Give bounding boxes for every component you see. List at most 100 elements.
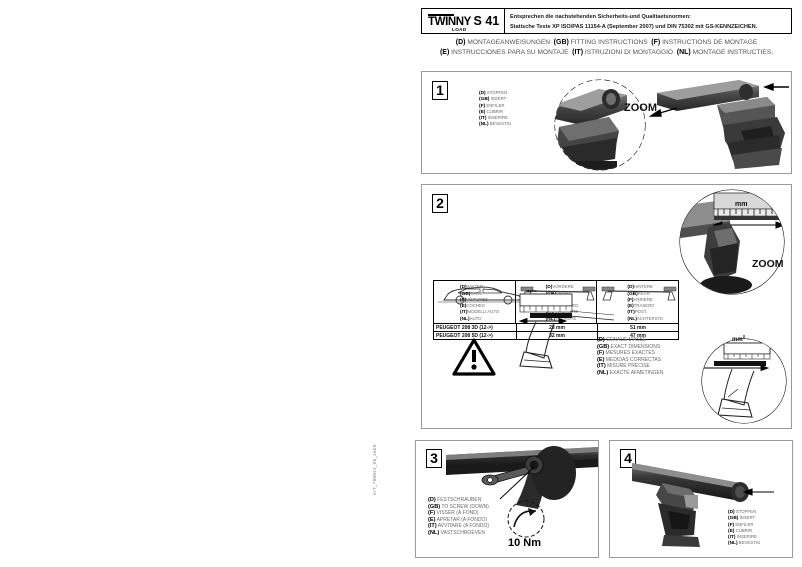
step1-text-gb: INSERT <box>490 96 507 102</box>
table-row: PEUGEOT 208 5D (12->) 32 mm 47 mm <box>433 332 679 340</box>
car-lbl-code-nl: (NL) <box>460 316 470 322</box>
lang-code-gb: (GB) <box>553 39 569 46</box>
step4-code-it: (IT) <box>728 535 736 541</box>
brand-subtitle: LOAD <box>452 27 467 32</box>
step4-text-gb: INSERT <box>739 515 756 521</box>
step-2-panel: 2 <box>421 184 792 429</box>
lang-code-f: (F) <box>651 39 661 46</box>
torque-value: 10 Nm <box>508 537 542 549</box>
dim-code-e: (E) <box>597 356 605 363</box>
step1-code-e: (E) <box>479 109 486 115</box>
front-lbl-code-it: (IT) <box>545 310 554 316</box>
step4-text-e: CUBRIR <box>735 527 753 533</box>
step3-text-gb: TO SCREW (DOWN) <box>441 503 489 510</box>
rear-column-labels: (D)HINTERE (GB)REAR (F)ARRIERE (E)TRASER… <box>627 284 663 322</box>
lang-code-it: (IT) <box>572 49 584 56</box>
step-3-instructions: (D) FESTSCHRAUBEN (GB) TO SCREW (DOWN) (… <box>428 497 489 537</box>
step3-text-f: VISSER (À FOND) <box>436 510 479 517</box>
svg-text:mm: mm <box>732 337 743 343</box>
torque-arrow-icon <box>507 500 545 538</box>
step4-text-nl: BEVESTIG <box>738 540 761 546</box>
svg-text:mm: mm <box>526 290 537 294</box>
step3-code-d: (D) <box>428 497 436 503</box>
step1-text-f: ENFILER <box>486 102 505 108</box>
step3-text-it: AVVITARE (A FONDO) <box>437 523 490 530</box>
rear-lbl-code-gb: (GB) <box>627 291 638 297</box>
lang-code-nl: (NL) <box>676 49 691 56</box>
svg-text:mm: mm <box>735 201 747 208</box>
car-lbl-code-gb: (GB) <box>460 291 471 297</box>
product-model: S 41 <box>473 14 500 28</box>
norms-box: Entsprechen die nachstehenden Sicherheit… <box>505 8 792 34</box>
step1-code-it: (IT) <box>479 116 487 122</box>
car-lbl-nl: AUTO <box>469 315 482 321</box>
step3-text-nl: VASTSCHROEVEN <box>440 529 485 536</box>
logo-accent-line <box>428 14 454 16</box>
step3-code-it: (IT) <box>428 523 437 530</box>
rear-lbl-code-it: (IT) <box>627 310 635 316</box>
step-1-illustration: ZOOM <box>554 79 789 171</box>
rear-lbl-e: TRASERO <box>633 303 655 309</box>
step4-code-gb: (GB) <box>728 516 739 522</box>
car-lbl-code-e: (E) <box>460 304 467 310</box>
document-reference-code: KIT_788821_05_1609 <box>372 444 377 495</box>
rear-lbl-code-e: (E) <box>627 304 634 310</box>
dim-code-f: (F) <box>597 350 605 357</box>
header: TWINNY S 41 LOAD Entsprechen die nachste… <box>421 8 792 34</box>
car-lbl-it: MODELLI AUTO <box>467 309 500 315</box>
step4-code-d: (D) <box>728 510 735 515</box>
right-measure-detail: mm <box>701 335 787 424</box>
rear-bar-icon <box>602 286 677 301</box>
step1-code-f: (F) <box>479 103 486 109</box>
step-2-dimensions-note: (D) GENAUE MASSE (GB) EXACT DIMENSIONS (… <box>597 337 663 377</box>
front-bar-icon <box>520 286 595 301</box>
step4-code-nl: (NL) <box>728 541 738 547</box>
lang-code-d: (D) <box>455 39 466 46</box>
step-1-number: 1 <box>432 81 448 100</box>
left-measure-illustration: mm <box>518 290 614 369</box>
step3-code-e: (E) <box>428 516 436 523</box>
car-lbl-code-it: (IT) <box>460 310 468 316</box>
language-bar: (D) MONTAGEANWEISUNGEN (GB) FITTING INST… <box>421 38 792 58</box>
svg-text:ZOOM: ZOOM <box>752 258 784 270</box>
step-2-zoom-illustration: ZOOM mm <box>679 189 785 295</box>
step-3-number: 3 <box>426 449 442 468</box>
dim-code-it: (IT) <box>597 363 606 370</box>
step-3-illustration <box>446 446 598 509</box>
row-rear-value: 51 mm <box>630 324 646 331</box>
dim-text-gb: EXACT DIMENSIONS <box>610 343 661 350</box>
step3-text-e: APRETAR (A FONDO) <box>436 516 488 523</box>
step1-code-nl: (NL) <box>479 122 489 128</box>
front-lbl-code-d: (D) <box>545 285 553 291</box>
rear-lbl-it: POST. <box>634 309 648 315</box>
car-lbl-gb: CARS <box>470 290 483 296</box>
row-vehicle: PEUGEOT 208 5D (12->) <box>436 332 493 339</box>
front-lbl-d: VORDERE <box>552 284 574 290</box>
rear-lbl-gb: REAR <box>637 290 650 296</box>
lang-code-e: (E) <box>439 49 450 56</box>
car-side-icon <box>438 286 526 305</box>
dim-text-e: MEDIDAS CORRECTAS <box>605 356 662 363</box>
step3-code-gb: (GB) <box>428 503 441 510</box>
step1-text-nl: BEVESTIG <box>489 121 512 127</box>
dim-text-f: MESURES EXACTES <box>605 350 656 357</box>
dim-text-nl: EXACTE AFMETINGEN <box>609 369 664 376</box>
table-column-rear: (D)HINTERE (GB)REAR (F)ARRIERE (E)TRASER… <box>597 281 678 323</box>
table-row: PEUGEOT 208 3D (12->) 28 mm 51 mm <box>433 324 679 332</box>
front-lbl-code-nl: (NL) <box>545 316 556 322</box>
car-lbl-d: WAGEN <box>466 284 483 290</box>
rear-lbl-code-f: (F) <box>627 297 634 303</box>
dim-code-d: (D) <box>597 337 605 343</box>
car-column-labels: (D)WAGEN (GB)CARS (F)VOITURES (E)COCHES … <box>460 284 499 322</box>
norms-line-2: Statische Teste XP ISO/PAS 11154-A (Sept… <box>510 23 758 30</box>
step-1-instructions: (D) STOPFEN (GB) INSERT (F) ENFILER (E) … <box>479 90 511 128</box>
step4-code-e: (E) <box>728 528 735 534</box>
language-row-1: (D) MONTAGEANWEISUNGEN (GB) FITTING INST… <box>421 38 792 48</box>
row-front-value: 28 mm <box>549 324 565 331</box>
row-front-value: 32 mm <box>549 332 565 339</box>
step4-code-f: (F) <box>728 522 735 528</box>
language-row-2: (E) INSTRUCCIONES PARA SU MONTAJE (IT) I… <box>421 48 792 58</box>
brand-name: TWINNY <box>428 16 471 28</box>
lang-text-f: INSTRUCTIONS DE MONTAGE <box>662 39 758 46</box>
step4-text-f: ENFILER <box>735 521 754 527</box>
